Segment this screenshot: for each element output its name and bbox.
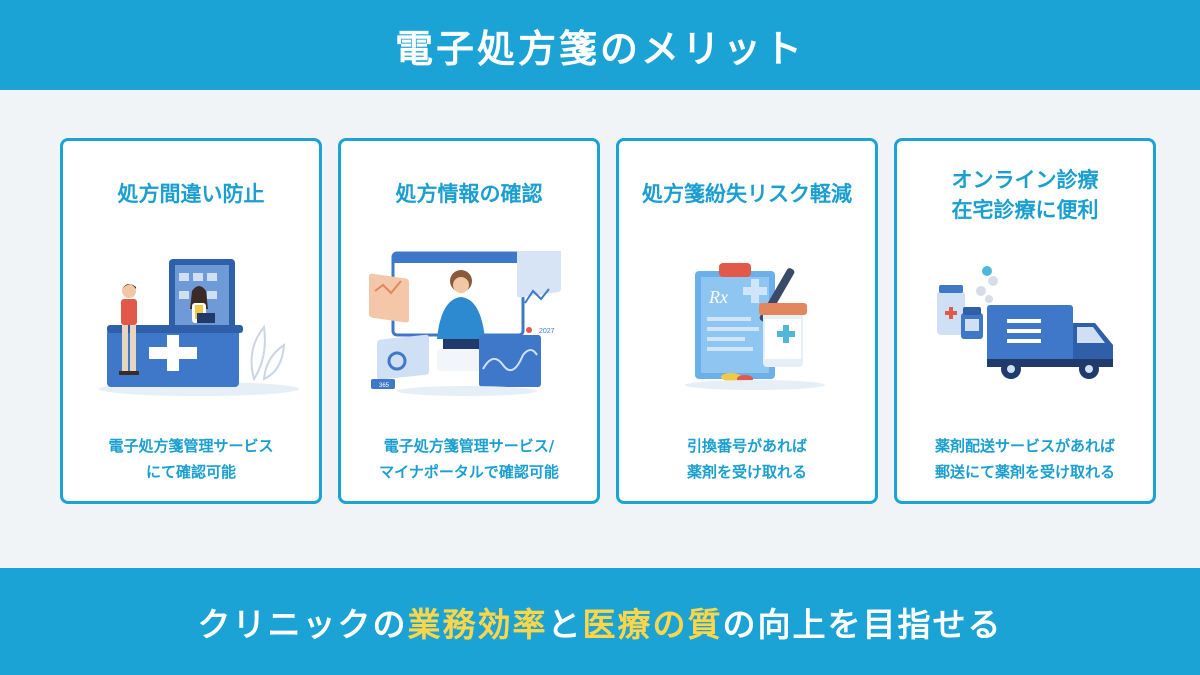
card-description-line: 薬剤を受け取れる bbox=[686, 463, 807, 481]
card-description-line: 引換番号があれば bbox=[686, 437, 807, 455]
card-description-line: 電子処方箋管理サービス/ bbox=[383, 437, 555, 455]
footer-text: クリニックの bbox=[197, 604, 408, 644]
card-title: 処方箋紛失リスク軽減 bbox=[619, 179, 875, 209]
year-label: 2027 bbox=[539, 328, 555, 335]
benefit-card-prescription-info-check: 処方情報の確認 2027 365 電子処方箋管理サービス/ bbox=[338, 138, 600, 504]
pharmacy-counter-illustration bbox=[99, 259, 299, 396]
card-description: 引換番号があれば 薬剤を受け取れる bbox=[619, 433, 875, 485]
card-description-line: 薬剤配送サービスがあれば bbox=[934, 437, 1115, 455]
rx-symbol: Rx bbox=[708, 287, 728, 307]
benefit-cards: 処方間違い防止 bbox=[60, 138, 1158, 504]
benefit-card-prescription-error-prevention: 処方間違い防止 bbox=[60, 138, 322, 504]
card-title: 処方間違い防止 bbox=[63, 179, 319, 209]
card-description-line: 郵送にて薬剤を受け取れる bbox=[934, 463, 1115, 481]
footer-text: と bbox=[547, 604, 583, 644]
benefit-card-online-home-care: オンライン診療 在宅診療に便利 薬剤配送サ bbox=[894, 138, 1156, 504]
card-description: 電子処方箋管理サービス にて確認可能 bbox=[63, 433, 319, 485]
card-title-line: 処方情報の確認 bbox=[395, 182, 543, 206]
header-banner: 電子処方箋のメリット bbox=[0, 0, 1200, 90]
card-description: 電子処方箋管理サービス/ マイナポータルで確認可能 bbox=[341, 433, 597, 485]
card-title-line: オンライン診療 bbox=[951, 168, 1099, 192]
card-description-line: マイナポータルで確認可能 bbox=[379, 463, 559, 481]
card-description-line: 電子処方箋管理サービス bbox=[108, 437, 274, 455]
footer-highlight-efficiency: 業務効率 bbox=[407, 604, 548, 644]
digital-dashboard-illustration: 2027 365 bbox=[369, 251, 561, 396]
footer-text: の向上を目指せる bbox=[722, 604, 1003, 644]
count-label: 365 bbox=[379, 383, 390, 389]
card-title-line: 在宅診療に便利 bbox=[951, 198, 1099, 222]
delivery-truck-illustration bbox=[937, 266, 1113, 379]
card-description: 薬剤配送サービスがあれば 郵送にて薬剤を受け取れる bbox=[897, 433, 1153, 485]
footer-message: クリニックの業務効率と医療の質の向上を目指せる bbox=[198, 598, 1003, 646]
footer-banner: クリニックの業務効率と医療の質の向上を目指せる bbox=[0, 568, 1200, 675]
footer-highlight-quality: 医療の質 bbox=[582, 604, 723, 644]
card-description-line: にて確認可能 bbox=[145, 463, 236, 481]
prescription-clipboard-illustration: Rx bbox=[685, 263, 825, 390]
page-title: 電子処方箋のメリット bbox=[394, 26, 805, 71]
card-title: オンライン診療 在宅診療に便利 bbox=[897, 165, 1153, 225]
benefit-card-loss-risk-reduction: 処方箋紛失リスク軽減 Rx 引換番号があれば 薬剤を受け取れる bbox=[616, 138, 878, 504]
card-title-line: 処方間違い防止 bbox=[117, 182, 265, 206]
card-title: 処方情報の確認 bbox=[341, 179, 597, 209]
card-title-line: 処方箋紛失リスク軽減 bbox=[642, 182, 852, 206]
